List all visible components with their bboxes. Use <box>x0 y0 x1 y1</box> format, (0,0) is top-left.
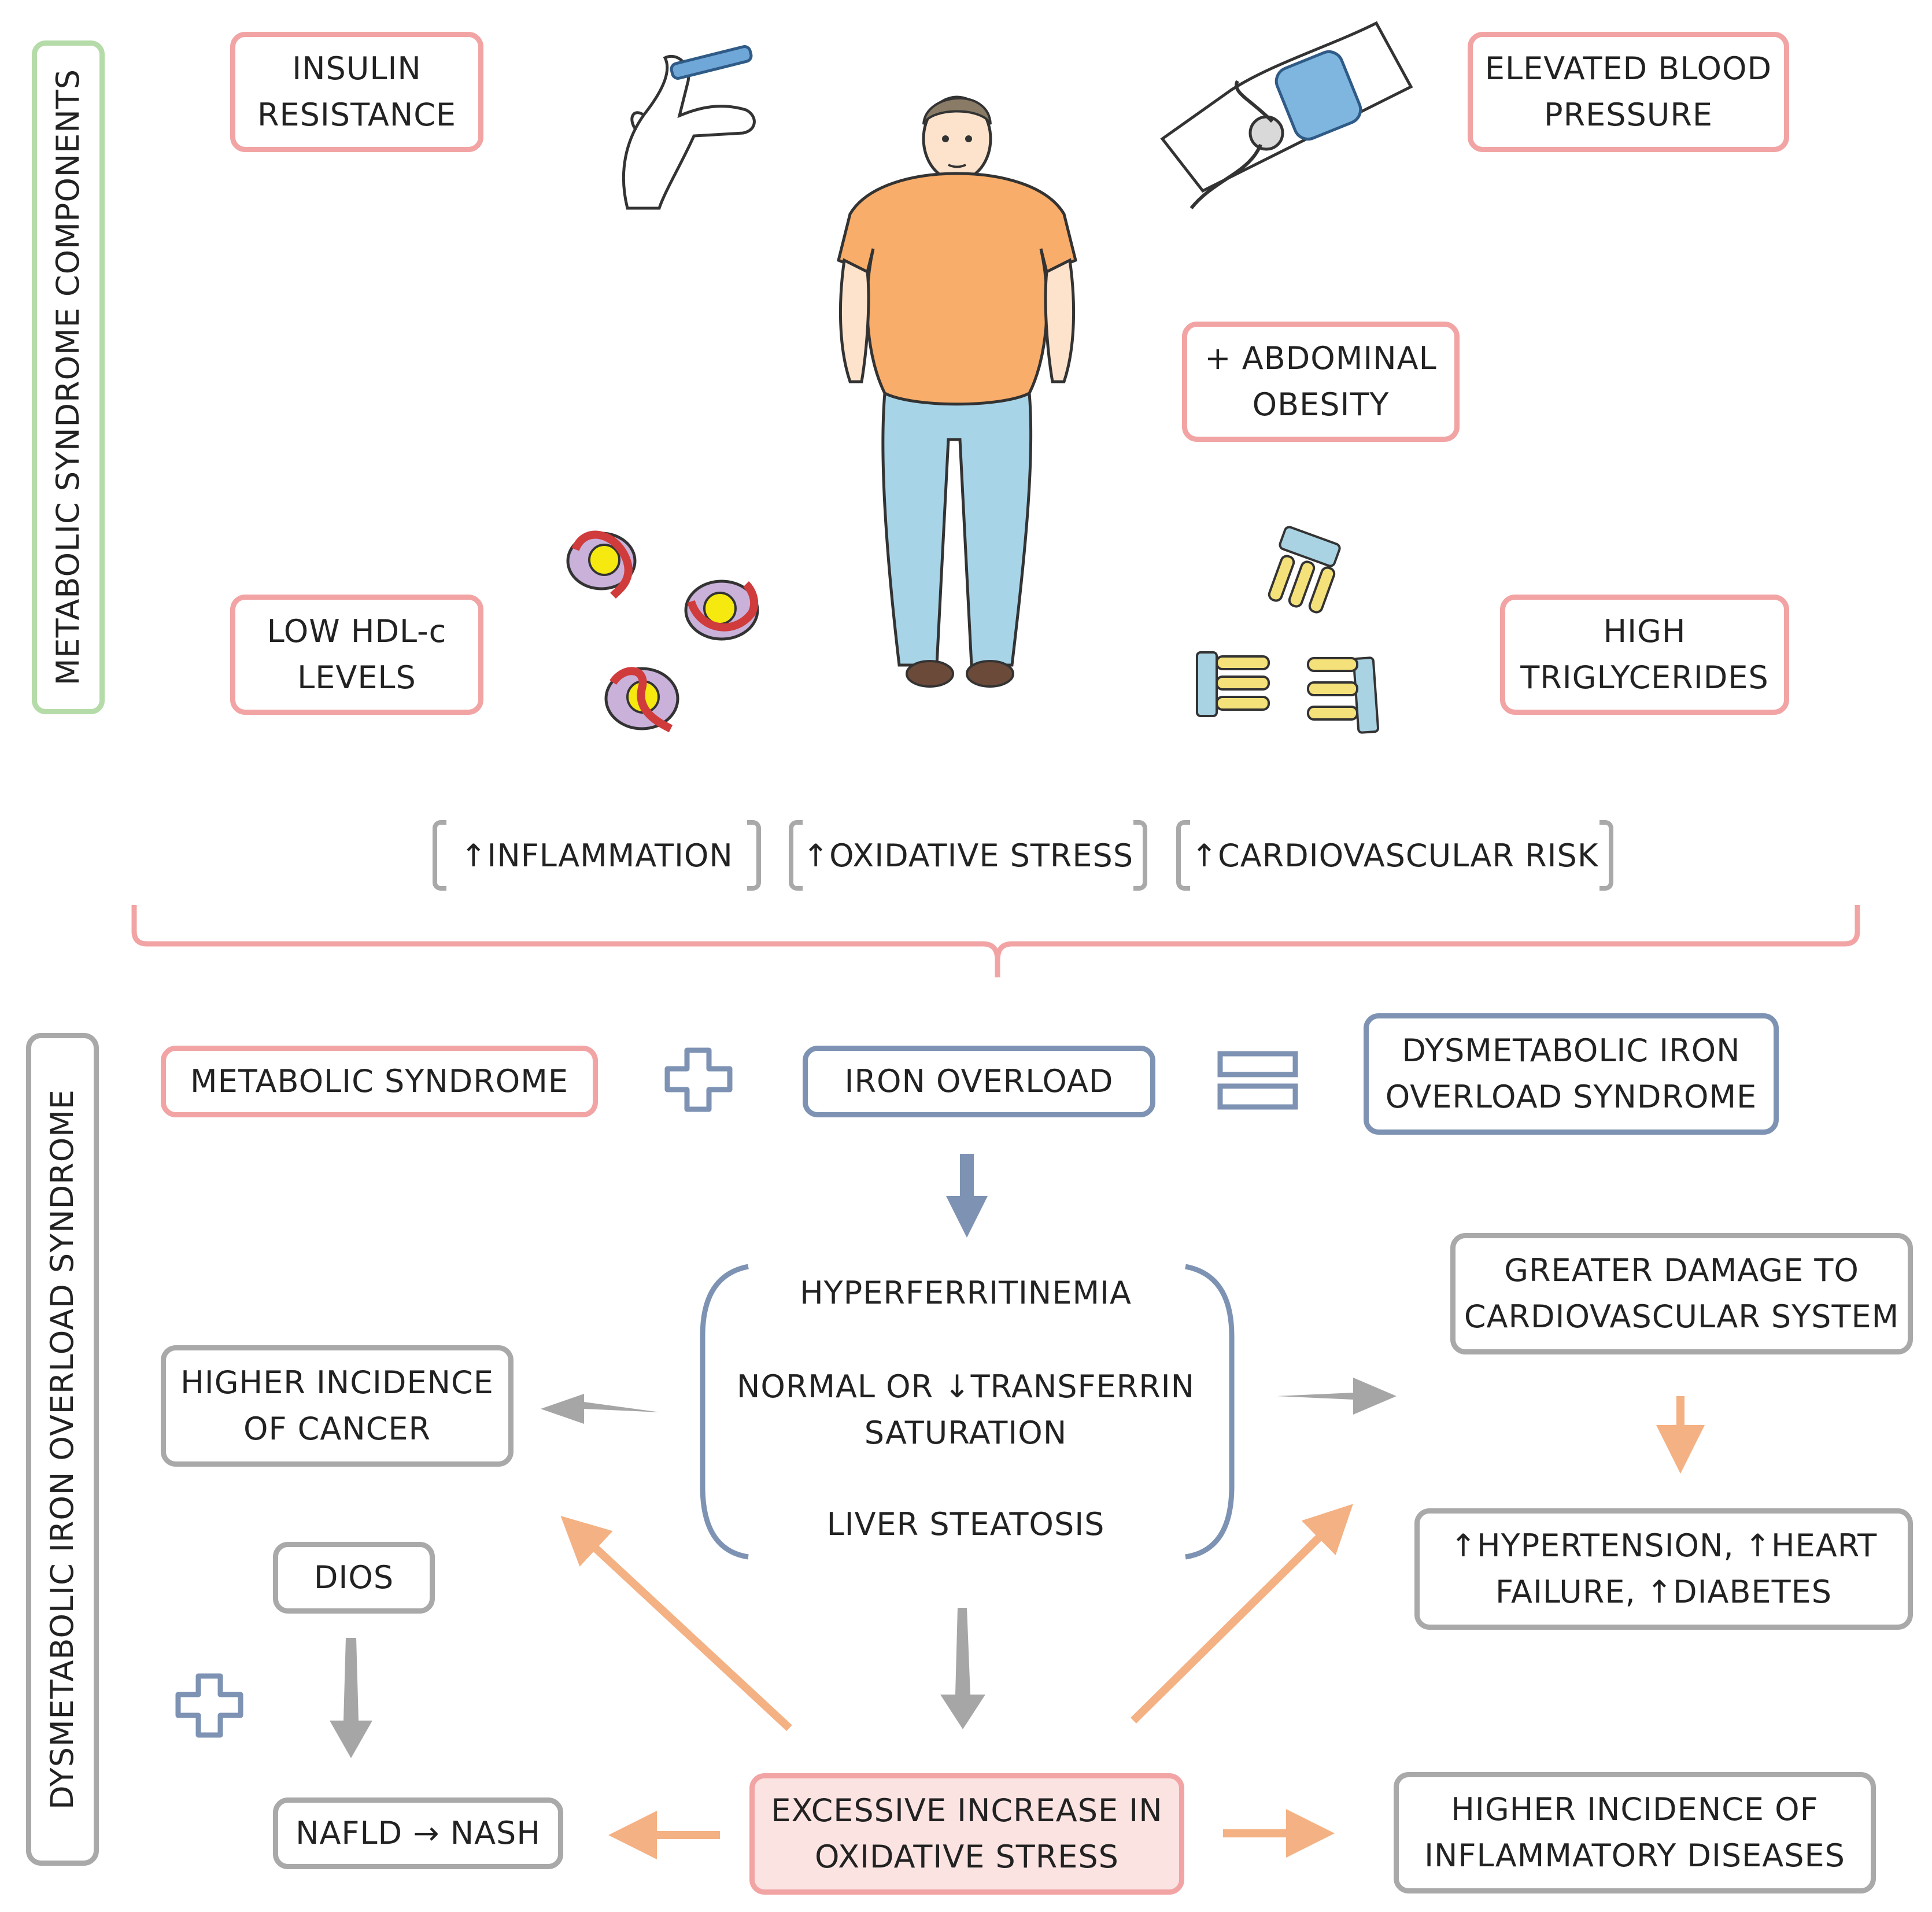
arrow-dios-to-nafld <box>330 1638 372 1758</box>
metabolic-syndrome-box: METABOLIC SYNDROME <box>161 1046 598 1117</box>
insulin-resistance-box: INSULIN RESISTANCE <box>230 32 483 152</box>
feature-bracket-right <box>1185 1264 1235 1560</box>
cardio-damage-box: GREATER DAMAGE TO CARDIOVASCULAR SYSTEM <box>1450 1233 1913 1354</box>
feature-bracket-left <box>700 1264 749 1560</box>
plus-icon <box>664 1047 733 1112</box>
abdominal-obesity-box: + ABDOMINAL OBESITY <box>1182 322 1460 442</box>
equals-icon <box>1217 1051 1298 1110</box>
nafld-box: NAFLD → NASH <box>273 1797 563 1869</box>
oxidative-stress-box: EXCESSIVE INCREASE IN OXIDATIVE STRESS <box>749 1773 1184 1895</box>
arrow-to-cancer <box>541 1394 660 1424</box>
inflammatory-diseases-box: HIGHER INCIDENCE OF INFLAMMATORY DISEASE… <box>1394 1772 1876 1893</box>
effect-cardiovascular-risk: ↑CARDIOVASCULAR RISK <box>1176 820 1613 891</box>
section-frame-components <box>32 40 105 714</box>
arrow-to-oxidative <box>940 1608 985 1729</box>
feature-liver-steatosis: LIVER STEATOSIS <box>826 1506 1105 1542</box>
dios-result-box: DYSMETABOLIC IRON OVERLOAD SYNDROME <box>1364 1013 1779 1135</box>
grouping-brace <box>131 905 1860 977</box>
arrow-oxidative-to-cancer <box>560 1515 792 1732</box>
arrow-oxidative-to-cardio <box>1131 1504 1353 1723</box>
iron-overload-box: IRON OVERLOAD <box>803 1046 1155 1117</box>
effect-oxidative-stress: ↑OXIDATIVE STRESS <box>789 820 1147 891</box>
arrow-iron-to-features <box>946 1154 988 1238</box>
low-hdl-box: LOW HDL-c LEVELS <box>230 595 483 715</box>
plus-icon <box>175 1673 243 1738</box>
elevated-bp-box: ELEVATED BLOOD PRESSURE <box>1468 32 1789 152</box>
orange-arrows <box>560 1396 1705 1859</box>
hypertension-box: ↑HYPERTENSION, ↑HEART FAILURE, ↑DIABETES <box>1414 1508 1913 1630</box>
arrow-to-cardio <box>1277 1378 1397 1415</box>
triglyceride-molecule-icon <box>1196 526 1380 734</box>
effect-inflammation: ↑INFLAMMATION <box>433 820 761 891</box>
hdl-particle-icon <box>566 530 759 733</box>
insulin-pen-icon <box>622 45 756 210</box>
feature-hyperferritinemia: HYPERFERRITINEMIA <box>800 1275 1132 1311</box>
cancer-box: HIGHER INCIDENCE OF CANCER <box>161 1345 514 1467</box>
high-triglycerides-box: HIGH TRIGLYCERIDES <box>1500 595 1789 715</box>
obese-man-illustration <box>837 95 1077 688</box>
feature-transferrin: NORMAL OR ↓TRANSFERRIN SATURATION <box>736 1368 1195 1451</box>
dios-box: DIOS <box>273 1542 435 1614</box>
blood-pressure-cuff-icon <box>1160 21 1413 209</box>
section-frame-dios <box>26 1033 99 1866</box>
